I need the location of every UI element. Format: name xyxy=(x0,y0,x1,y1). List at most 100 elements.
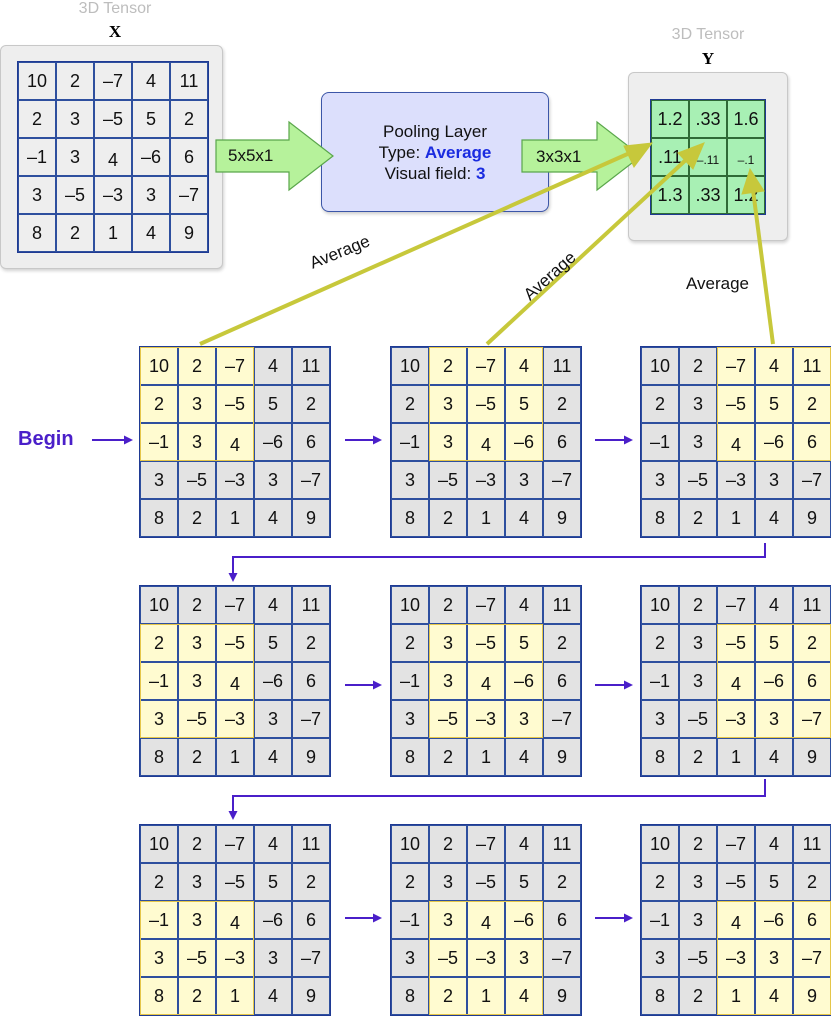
matrix-cell: –7 xyxy=(292,461,330,499)
matrix-cell: –5 xyxy=(216,385,254,423)
input-fat-arrow xyxy=(215,120,334,192)
matrix-cell: 2 xyxy=(543,624,581,662)
matrix-cell: 3 xyxy=(505,939,543,977)
input-shape-label: 5x5x1 xyxy=(228,146,274,165)
matrix-cell: –6 xyxy=(254,662,292,700)
matrix-cell: 2 xyxy=(178,977,216,1015)
matrix-cell: –3 xyxy=(717,700,755,738)
output-cell: 1.2 xyxy=(651,100,689,138)
output-shape-label: 3x3x1 xyxy=(536,147,582,166)
matrix-cell: 3 xyxy=(391,700,429,738)
matrix-cell: –7 xyxy=(467,825,505,863)
matrix-cell: 11 xyxy=(292,586,330,624)
matrix-cell: –7 xyxy=(717,825,755,863)
matrix-cell: 5 xyxy=(755,863,793,901)
matrix-cell: 3 xyxy=(254,700,292,738)
matrix-cell: 3 xyxy=(679,624,717,662)
matrix-cell: 2 xyxy=(140,624,178,662)
matrix-cell: –7 xyxy=(467,586,505,624)
matrix-cell: –3 xyxy=(216,939,254,977)
matrix-cell: 4 xyxy=(254,499,292,537)
matrix-cell: 6 xyxy=(170,138,208,176)
output-fat-arrow xyxy=(521,120,642,192)
matrix-cell: –3 xyxy=(467,461,505,499)
matrix-cell: –5 xyxy=(94,100,132,138)
matrix-cell: 8 xyxy=(391,499,429,537)
matrix-cell: 2 xyxy=(170,100,208,138)
matrix-cell: 4 xyxy=(94,138,132,176)
matrix-cell: 11 xyxy=(292,825,330,863)
matrix-cell: 3 xyxy=(254,461,292,499)
matrix-cell: 3 xyxy=(178,662,216,700)
matrix-cell: 10 xyxy=(641,825,679,863)
average-arrow xyxy=(751,189,775,345)
matrix-cell: 10 xyxy=(140,347,178,385)
matrix-cell: –7 xyxy=(793,939,831,977)
matrix-cell: 3 xyxy=(18,176,56,214)
matrix-cell: –6 xyxy=(132,138,170,176)
matrix-cell: 4 xyxy=(254,977,292,1015)
matrix-cell: 4 xyxy=(254,586,292,624)
output-cell: –.1 xyxy=(727,138,765,176)
matrix-cell: 8 xyxy=(641,499,679,537)
matrix-cell: 3 xyxy=(429,863,467,901)
matrix-cell: 2 xyxy=(18,100,56,138)
matrix-cell: 4 xyxy=(254,825,292,863)
matrix-cell: 4 xyxy=(755,347,793,385)
matrix-cell: 2 xyxy=(543,385,581,423)
matrix-cell: 3 xyxy=(391,461,429,499)
matrix-cell: 4 xyxy=(755,586,793,624)
matrix-cell: 4 xyxy=(755,825,793,863)
matrix-cell: 3 xyxy=(178,901,216,939)
pooling-layer-field: Visual field: 3 xyxy=(385,163,486,184)
matrix-cell: 9 xyxy=(292,499,330,537)
matrix-cell: 9 xyxy=(543,738,581,776)
matrix-cell: 5 xyxy=(132,100,170,138)
matrix-cell: 9 xyxy=(170,214,208,252)
average-arrow xyxy=(199,150,633,346)
matrix-cell: 2 xyxy=(140,385,178,423)
matrix-cell: 2 xyxy=(56,62,94,100)
matrix-cell: –5 xyxy=(178,461,216,499)
input-tensor-caption: 3D Tensor xyxy=(78,0,152,17)
matrix-cell: 2 xyxy=(178,825,216,863)
matrix-cell: –1 xyxy=(18,138,56,176)
matrix-cell: 3 xyxy=(679,385,717,423)
matrix-cell: 3 xyxy=(679,901,717,939)
matrix-cell: –7 xyxy=(717,586,755,624)
matrix-cell: –5 xyxy=(717,385,755,423)
matrix-cell: 9 xyxy=(793,499,831,537)
matrix-cell: 8 xyxy=(18,214,56,252)
matrix-cell: 5 xyxy=(254,624,292,662)
pooling-field-value: 3 xyxy=(475,163,486,183)
matrix-cell: 6 xyxy=(543,423,581,461)
matrix-cell: 8 xyxy=(641,738,679,776)
matrix-cell: –6 xyxy=(505,901,543,939)
matrix-cell: –5 xyxy=(679,461,717,499)
matrix-cell: 6 xyxy=(793,662,831,700)
matrix-cell: –5 xyxy=(429,939,467,977)
matrix-cell: 10 xyxy=(391,347,429,385)
matrix-cell: –5 xyxy=(178,700,216,738)
matrix-cell: –5 xyxy=(717,863,755,901)
matrix-cell: 3 xyxy=(505,461,543,499)
matrix-cell: –7 xyxy=(543,700,581,738)
matrix-cell: 11 xyxy=(543,586,581,624)
matrix-cell: –7 xyxy=(292,700,330,738)
matrix-cell: –1 xyxy=(140,423,178,461)
matrix-cell: –6 xyxy=(755,662,793,700)
matrix-cell: –7 xyxy=(94,62,132,100)
average-arrowhead xyxy=(623,142,654,168)
matrix-cell: 8 xyxy=(140,499,178,537)
wrap-arrow xyxy=(228,543,766,582)
matrix-cell: –7 xyxy=(216,825,254,863)
matrix-cell: –5 xyxy=(429,700,467,738)
matrix-cell: 8 xyxy=(140,738,178,776)
matrix-cell: 6 xyxy=(543,901,581,939)
matrix-cell: –5 xyxy=(679,939,717,977)
matrix-cell: 4 xyxy=(216,662,254,700)
